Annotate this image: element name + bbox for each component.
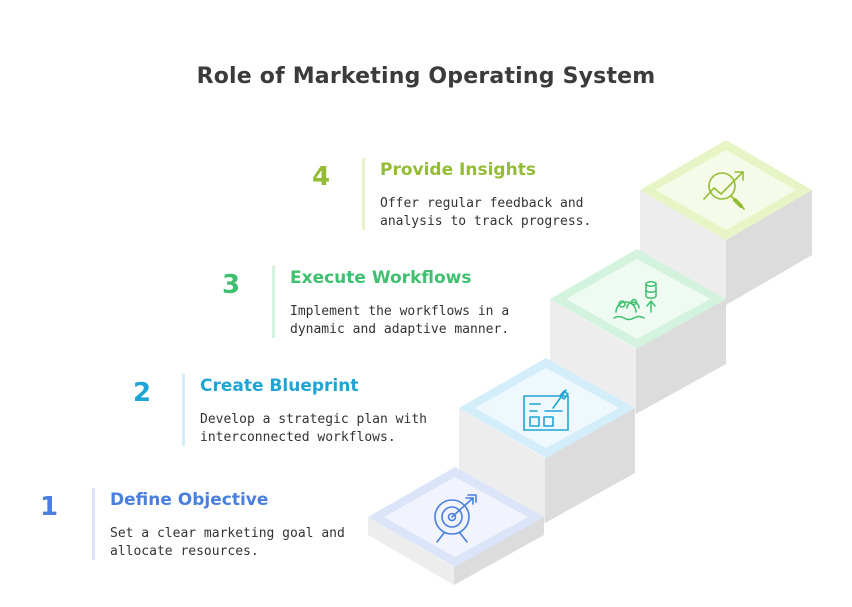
step-number: 3 <box>222 270 241 300</box>
step-divider <box>272 266 275 338</box>
step-number: 1 <box>40 492 59 522</box>
blueprint-icon <box>523 389 569 431</box>
step-1-side <box>454 517 544 585</box>
step-1-front <box>368 517 454 585</box>
insights-icon <box>703 171 745 210</box>
step-2-side <box>545 408 635 523</box>
step-4-side <box>726 190 812 305</box>
step-2-top <box>459 358 635 458</box>
step-description: Implement the workflows in a dynamic and… <box>290 304 510 337</box>
step-number: 2 <box>133 378 152 408</box>
step-divider <box>362 158 365 230</box>
step-description: Develop a strategic plan with interconne… <box>200 412 427 445</box>
step-heading: Define Objective <box>110 490 269 510</box>
step-3-front <box>550 299 636 414</box>
step-number: 4 <box>312 162 331 192</box>
step-divider <box>182 374 185 446</box>
step-4-front <box>640 190 726 305</box>
step-description: Offer regular feedback and analysis to t… <box>380 196 592 229</box>
diagram-title: Role of Marketing Operating System <box>196 64 656 89</box>
step-divider <box>92 488 95 560</box>
step-3-side <box>636 299 726 414</box>
step-description: Set a clear marketing goal and allocate … <box>110 526 345 559</box>
step-heading: Execute Workflows <box>290 268 472 288</box>
step-2-front <box>459 408 545 523</box>
step-heading: Provide Insights <box>380 160 536 180</box>
step-3-top <box>550 249 726 349</box>
step-heading: Create Blueprint <box>200 376 359 396</box>
target-icon <box>434 494 477 543</box>
workflow-icon <box>613 281 657 321</box>
